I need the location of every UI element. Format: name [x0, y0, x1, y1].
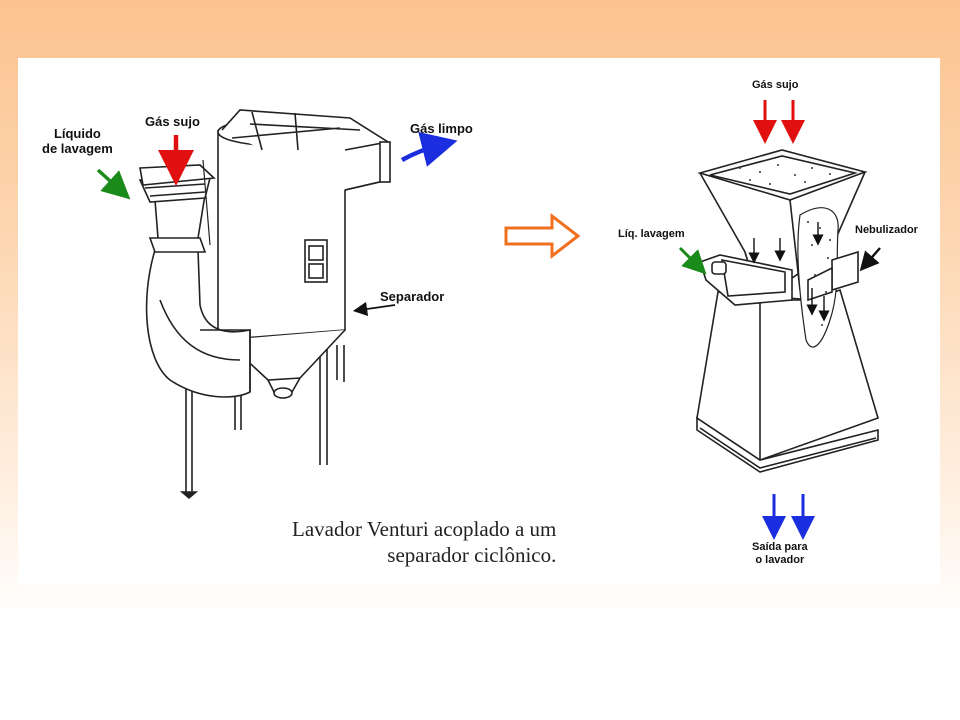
- figure-caption: Lavador Venturi acoplado a um separador …: [292, 517, 557, 568]
- label-separator: Separador: [380, 289, 445, 304]
- separator-pointer-arrow: [352, 301, 396, 317]
- stipple-dots: [739, 164, 831, 326]
- clean-gas-arrow: [400, 131, 458, 167]
- label-clean-gas: Gás limpo: [410, 121, 473, 136]
- label-liquid-washing: Líquido de lavagem: [42, 126, 113, 156]
- label-dirty-gas-left: Gás sujo: [145, 114, 200, 129]
- label-dirty-gas-right: Gás sujo: [752, 79, 799, 91]
- orange-transition-arrow: [504, 212, 581, 260]
- liquid-arrow-right: [678, 246, 707, 275]
- venturi-separator-drawing: [138, 109, 391, 500]
- liquid-arrow-left: [96, 168, 131, 200]
- venturi-detail-drawing: [696, 149, 879, 473]
- label-outlet: Saída para o lavador: [752, 541, 808, 566]
- label-nebulizer: Nebulizador: [855, 224, 918, 236]
- label-liq-washing: Líq. lavagem: [618, 228, 685, 240]
- nebulizer-pointer-arrow: [859, 247, 881, 272]
